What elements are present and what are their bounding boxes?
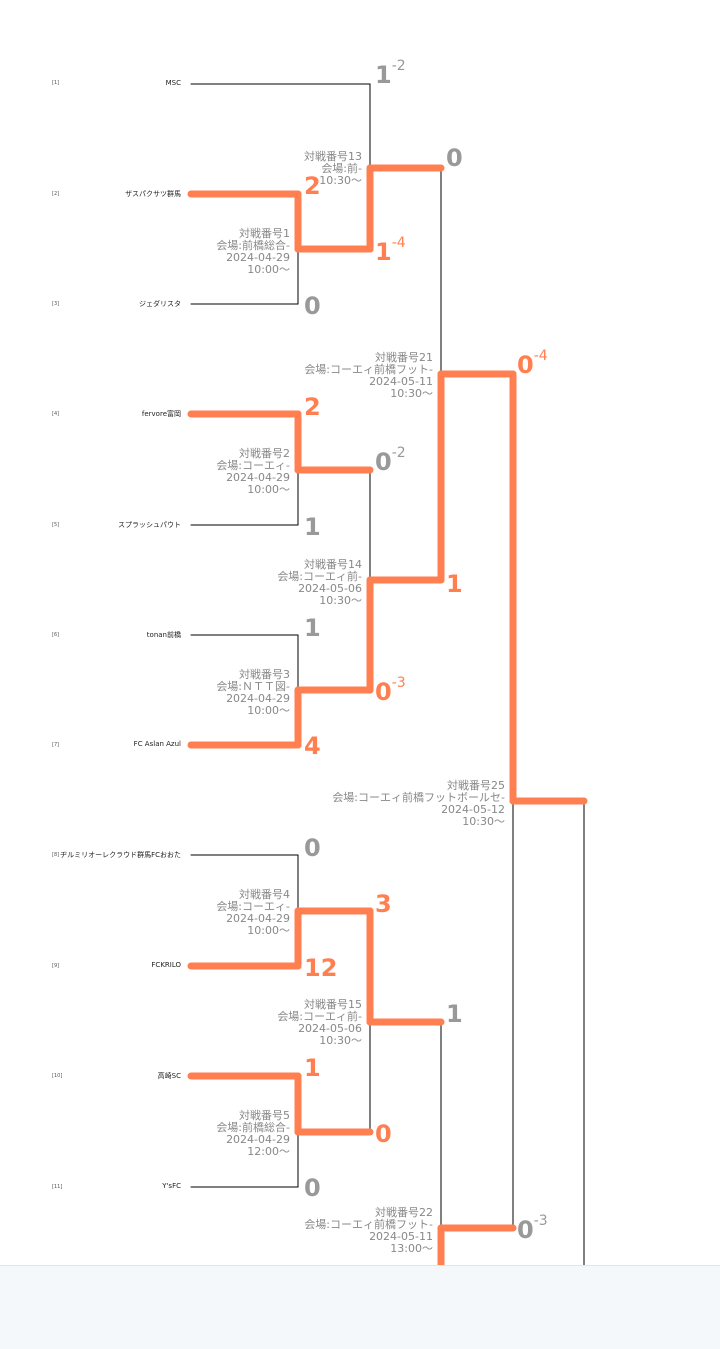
seed-1: [1]: [52, 80, 60, 86]
score: 1: [304, 513, 321, 541]
match-venue: 会場:コーエィ前橋フット-: [304, 363, 433, 376]
team-4[interactable]: fervore富岡: [141, 410, 181, 418]
match-info-4[interactable]: 対戦番号4 会場:コーエィ- 2024-04-29 10:00〜: [216, 889, 290, 937]
score: 0: [304, 1174, 321, 1202]
match-info-5[interactable]: 対戦番号5 会場:前橋総合- 2024-04-29 12:00〜: [216, 1110, 290, 1158]
seed-2: [2]: [52, 191, 60, 197]
match-venue: 会場:コーエィ前橋フットボールセ-: [332, 791, 505, 804]
team-1[interactable]: MSC: [165, 79, 181, 87]
match-date: 2024-05-11: [369, 375, 433, 388]
score: 0-3: [375, 675, 406, 706]
score: 1: [304, 614, 321, 642]
match-info-25[interactable]: 対戦番号25 会場:コーエィ前橋フットボールセ- 2024-05-12 10:3…: [332, 780, 505, 828]
match-time: 10:00〜: [247, 263, 290, 276]
score: 0: [304, 834, 321, 862]
seed-7: [7]: [52, 742, 60, 748]
seed-3: [3]: [52, 301, 60, 307]
seed-10: [10]: [52, 1073, 63, 1079]
team-3[interactable]: ジェダリスタ: [139, 300, 181, 308]
seed-5: [5]: [52, 522, 60, 528]
score: 4: [304, 732, 321, 760]
match-number: 対戦番号15: [304, 998, 362, 1011]
team-11[interactable]: Y'sFC: [162, 1182, 181, 1190]
match-info-2[interactable]: 対戦番号2 会場:コーエィ- 2024-04-29 10:00〜: [216, 448, 290, 496]
match-date: 2024-05-06: [298, 1022, 362, 1035]
match-time: 10:00〜: [247, 704, 290, 717]
match-info-1[interactable]: 対戦番号1 会場:前橋総合- 2024-04-29 10:00〜: [216, 228, 290, 276]
seed-9: [9]: [52, 963, 60, 969]
match-date: 2024-05-06: [298, 582, 362, 595]
match-time: 10:30〜: [319, 1034, 362, 1047]
match-date: 2024-04-29: [226, 251, 290, 264]
match-number: 対戦番号4: [239, 888, 290, 901]
match-number: 対戦番号1: [239, 227, 290, 240]
match-info-14[interactable]: 対戦番号14 会場:コーエィ前- 2024-05-06 10:30〜: [277, 559, 362, 607]
bottom-bar: [0, 1265, 720, 1349]
match-time: 10:00〜: [247, 483, 290, 496]
match-date: 2024-04-29: [226, 692, 290, 705]
match-date: 2024-04-29: [226, 1133, 290, 1146]
seed-11: [11]: [52, 1184, 63, 1190]
score: 1: [446, 570, 463, 598]
score: 0-2: [375, 445, 406, 476]
match-info-3[interactable]: 対戦番号3 会場:ＮＴＴ図- 2024-04-29 10:00〜: [216, 669, 290, 717]
score: 0-4: [517, 348, 548, 379]
team-6[interactable]: tonan前橋: [146, 631, 181, 639]
score: 1-2: [375, 58, 406, 89]
score: 12: [304, 954, 338, 982]
match-time: 12:00〜: [247, 1145, 290, 1158]
score: 3: [375, 890, 392, 918]
match-number: 対戦番号22: [375, 1206, 433, 1219]
match-venue: 会場:ＮＴＴ図-: [216, 680, 290, 693]
bracket-lines: [187, 83, 588, 1266]
score: 2: [304, 172, 321, 200]
team-2[interactable]: ザスパクサツ群馬: [125, 190, 181, 198]
score: 0: [446, 144, 463, 172]
match-number: 対戦番号25: [447, 779, 505, 792]
score: 1: [304, 1054, 321, 1082]
match-venue: 会場:コーエィ-: [216, 459, 290, 472]
match-time: 10:30〜: [462, 815, 505, 828]
match-venue: 会場:コーエィ-: [216, 900, 290, 913]
match-venue: 会場:前橋総合-: [216, 239, 290, 252]
team-5[interactable]: スプラッシュパウト: [118, 521, 181, 529]
seed-6: [6]: [52, 632, 60, 638]
team-10[interactable]: 高崎SC: [157, 1072, 181, 1080]
match-number: 対戦番号14: [304, 558, 362, 571]
match-date: 2024-04-29: [226, 912, 290, 925]
match-info-15[interactable]: 対戦番号15 会場:コーエィ前- 2024-05-06 10:30〜: [277, 999, 362, 1047]
match-number: 対戦番号13: [304, 150, 362, 163]
team-9[interactable]: FCKRILO: [151, 961, 181, 969]
team-7[interactable]: FC Aslan Azul: [133, 740, 181, 748]
match-number: 対戦番号21: [375, 351, 433, 364]
match-info-21[interactable]: 対戦番号21 会場:コーエィ前橋フット- 2024-05-11 10:30〜: [304, 352, 433, 400]
score: 1-4: [375, 235, 406, 266]
match-time: 13:00〜: [390, 1242, 433, 1255]
match-date: 2024-05-11: [369, 1230, 433, 1243]
match-number: 対戦番号3: [239, 668, 290, 681]
match-venue: 会場:コーエィ前-: [277, 570, 362, 583]
match-number: 対戦番号5: [239, 1109, 290, 1122]
match-time: 10:00〜: [247, 924, 290, 937]
seed-4: [4]: [52, 411, 60, 417]
match-time: 10:30〜: [390, 387, 433, 400]
match-number: 対戦番号2: [239, 447, 290, 460]
match-date: 2024-04-29: [226, 471, 290, 484]
score: 1: [446, 1000, 463, 1028]
match-venue: 会場:前橋総合-: [216, 1121, 290, 1134]
match-time: 10:30〜: [319, 174, 362, 187]
score: 0: [304, 292, 321, 320]
score: 0: [375, 1120, 392, 1148]
match-venue: 会場:コーエィ前橋フット-: [304, 1218, 433, 1231]
match-venue: 会場:前-: [321, 162, 362, 175]
match-info-22[interactable]: 対戦番号22 会場:コーエィ前橋フット- 2024-05-11 13:00〜: [304, 1207, 433, 1255]
match-date: 2024-05-12: [441, 803, 505, 816]
match-info-13[interactable]: 対戦番号13 会場:前- 10:30〜: [304, 151, 362, 187]
seed-8: [8]: [52, 852, 60, 858]
team-8[interactable]: ヂルミリオーレクラウド群馬FCおおた: [60, 851, 181, 859]
match-time: 10:30〜: [319, 594, 362, 607]
score: 0-3: [517, 1213, 548, 1244]
score: 2: [304, 393, 321, 421]
match-venue: 会場:コーエィ前-: [277, 1010, 362, 1023]
